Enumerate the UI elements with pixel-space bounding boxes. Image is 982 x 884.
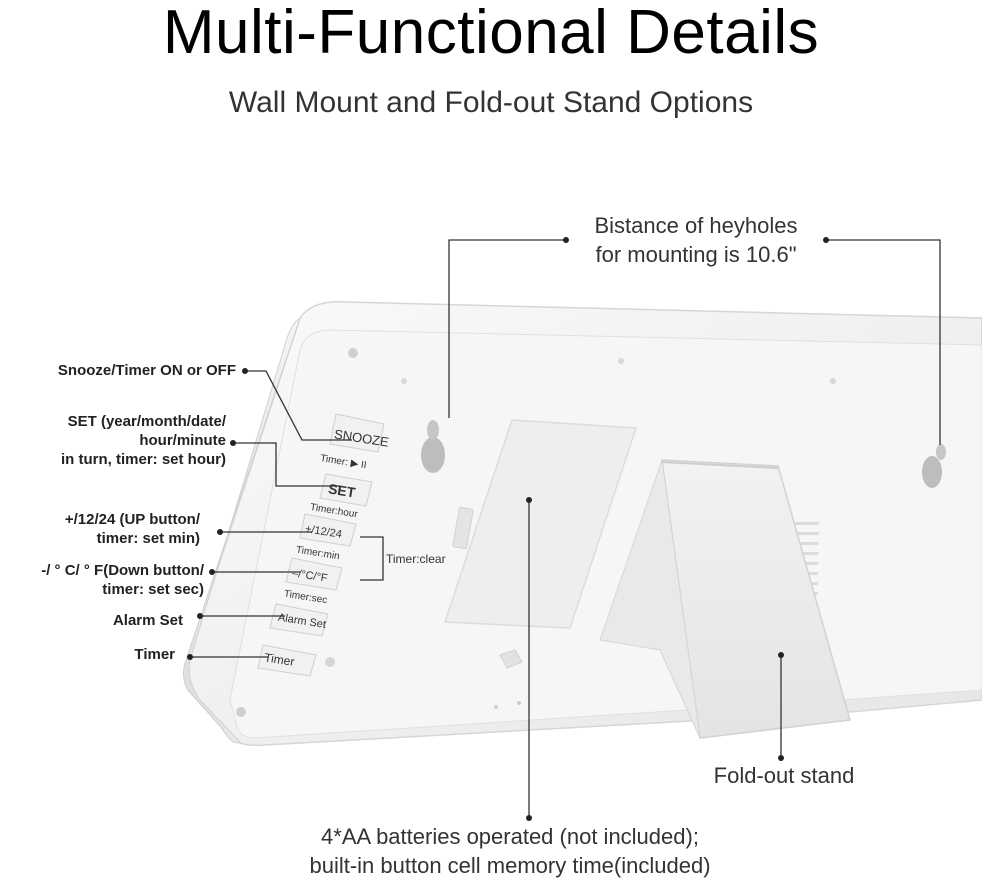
set-callout-line3: in turn, timer: set hour) [61, 451, 226, 468]
stand-callout: Fold-out stand [713, 763, 855, 788]
batteries-callout-line2: built-in button cell memory time(include… [309, 853, 711, 878]
side-buttons [257, 413, 385, 677]
down-button-label: –/°C/°F [291, 567, 328, 584]
down-callout-line1: -/ ° C/ ° F(Down button/ [41, 562, 204, 579]
fold-out-stand [599, 459, 851, 739]
snooze-callout: Snooze/Timer ON or OFF [57, 362, 236, 379]
keyhole-callout-line2: for mounting is 10.6" [595, 242, 797, 267]
keyhole-left [421, 420, 445, 473]
keyhole-callout-line1: Bistance of heyholes [594, 213, 798, 238]
timer-clear-callout: Timer:clear [386, 552, 446, 566]
page-title: Multi-Functional Details [162, 0, 820, 67]
set-callout: SET (year/month/date/ hour/minute in tur… [0, 412, 226, 469]
device-side-face [182, 316, 301, 744]
up-button-label: +/12/24 [304, 523, 342, 541]
down-callout-line2: timer: set sec) [102, 581, 204, 598]
batteries-callout-line1: 4*AA batteries operated (not included); [321, 824, 699, 849]
page-subtitle: Wall Mount and Fold-out Stand Options [228, 86, 754, 119]
keyhole-right [922, 444, 946, 488]
callout-dots [187, 237, 829, 821]
set-callout-line2: hour/minute [139, 432, 226, 449]
timer-callout: Timer [134, 646, 175, 663]
set-callout-line1: SET (year/month/date/ [67, 413, 226, 430]
down-callout: -/ ° C/ ° F(Down button/ timer: set sec) [0, 561, 204, 599]
up-callout: +/12/24 (UP button/ timer: set min) [0, 510, 200, 548]
batteries-callout: 4*AA batteries operated (not included); … [250, 822, 770, 880]
battery-door [443, 419, 638, 629]
timer-button-label: Timer [263, 650, 295, 669]
alarm-callout: Alarm Set [112, 612, 183, 629]
callout-lines [190, 239, 941, 818]
keyhole-callout: Bistance of heyholes for mounting is 10.… [552, 211, 840, 269]
up-callout-line2: timer: set min) [96, 530, 200, 547]
up-callout-line1: +/12/24 (UP button/ [64, 511, 200, 528]
